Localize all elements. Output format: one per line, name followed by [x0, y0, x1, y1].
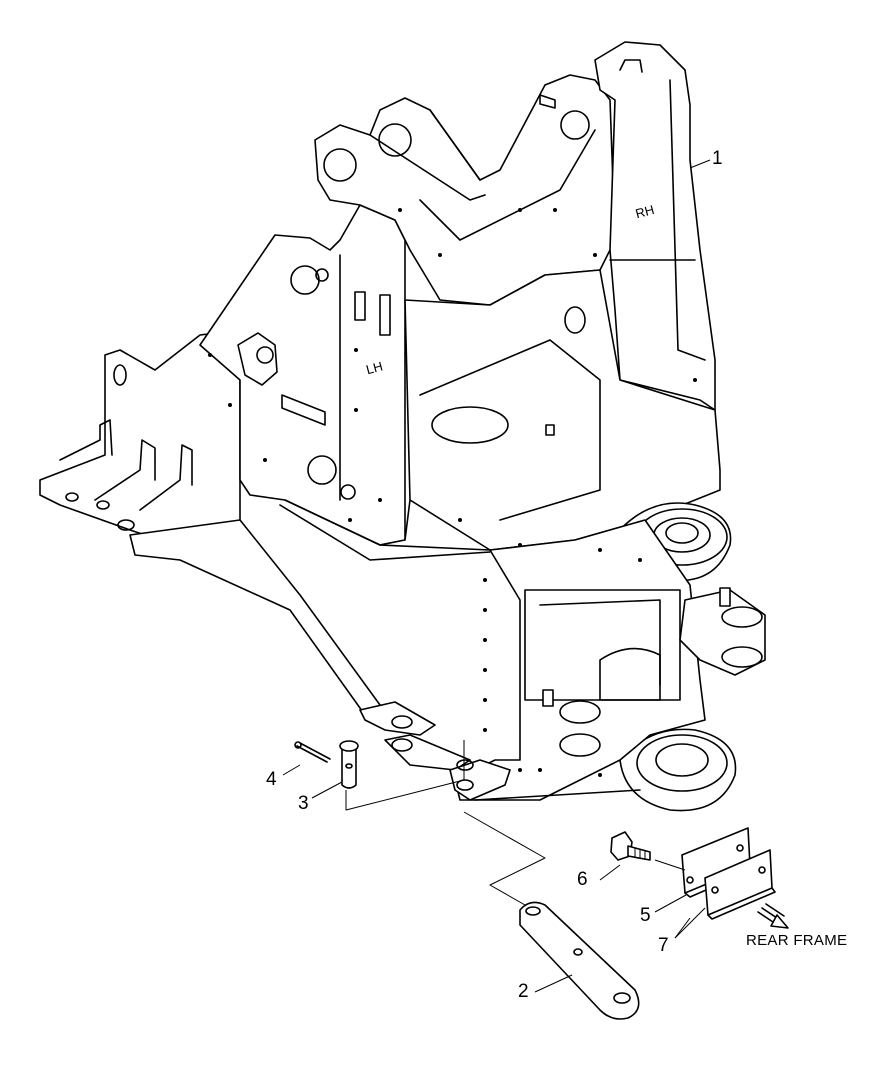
link-bar-part-2: [519, 901, 640, 1020]
plates-part-5-7: [681, 827, 776, 920]
part-ref-1: 1: [712, 148, 723, 169]
part-ref-4: 4: [266, 769, 277, 790]
part-ref-2: 2: [518, 981, 529, 1002]
part-ref-6: 6: [577, 869, 588, 890]
pin-part-3: [339, 740, 359, 789]
bolt-part-6: [610, 831, 651, 861]
rear-frame-arrow-icon: [757, 903, 789, 929]
front-frame-assembly: [39, 41, 766, 812]
side-mark-lh: LH: [364, 358, 384, 377]
part-ref-5: 5: [640, 905, 651, 926]
cotter-pin-part-4: [294, 741, 331, 763]
side-mark-rh: RH: [634, 202, 656, 221]
leader-lines: [282, 159, 711, 993]
bolt-holes: [208, 208, 697, 777]
part-ref-3: 3: [298, 793, 309, 814]
part-ref-7: 7: [658, 935, 669, 956]
rear-frame-note: REAR FRAME: [746, 932, 848, 949]
